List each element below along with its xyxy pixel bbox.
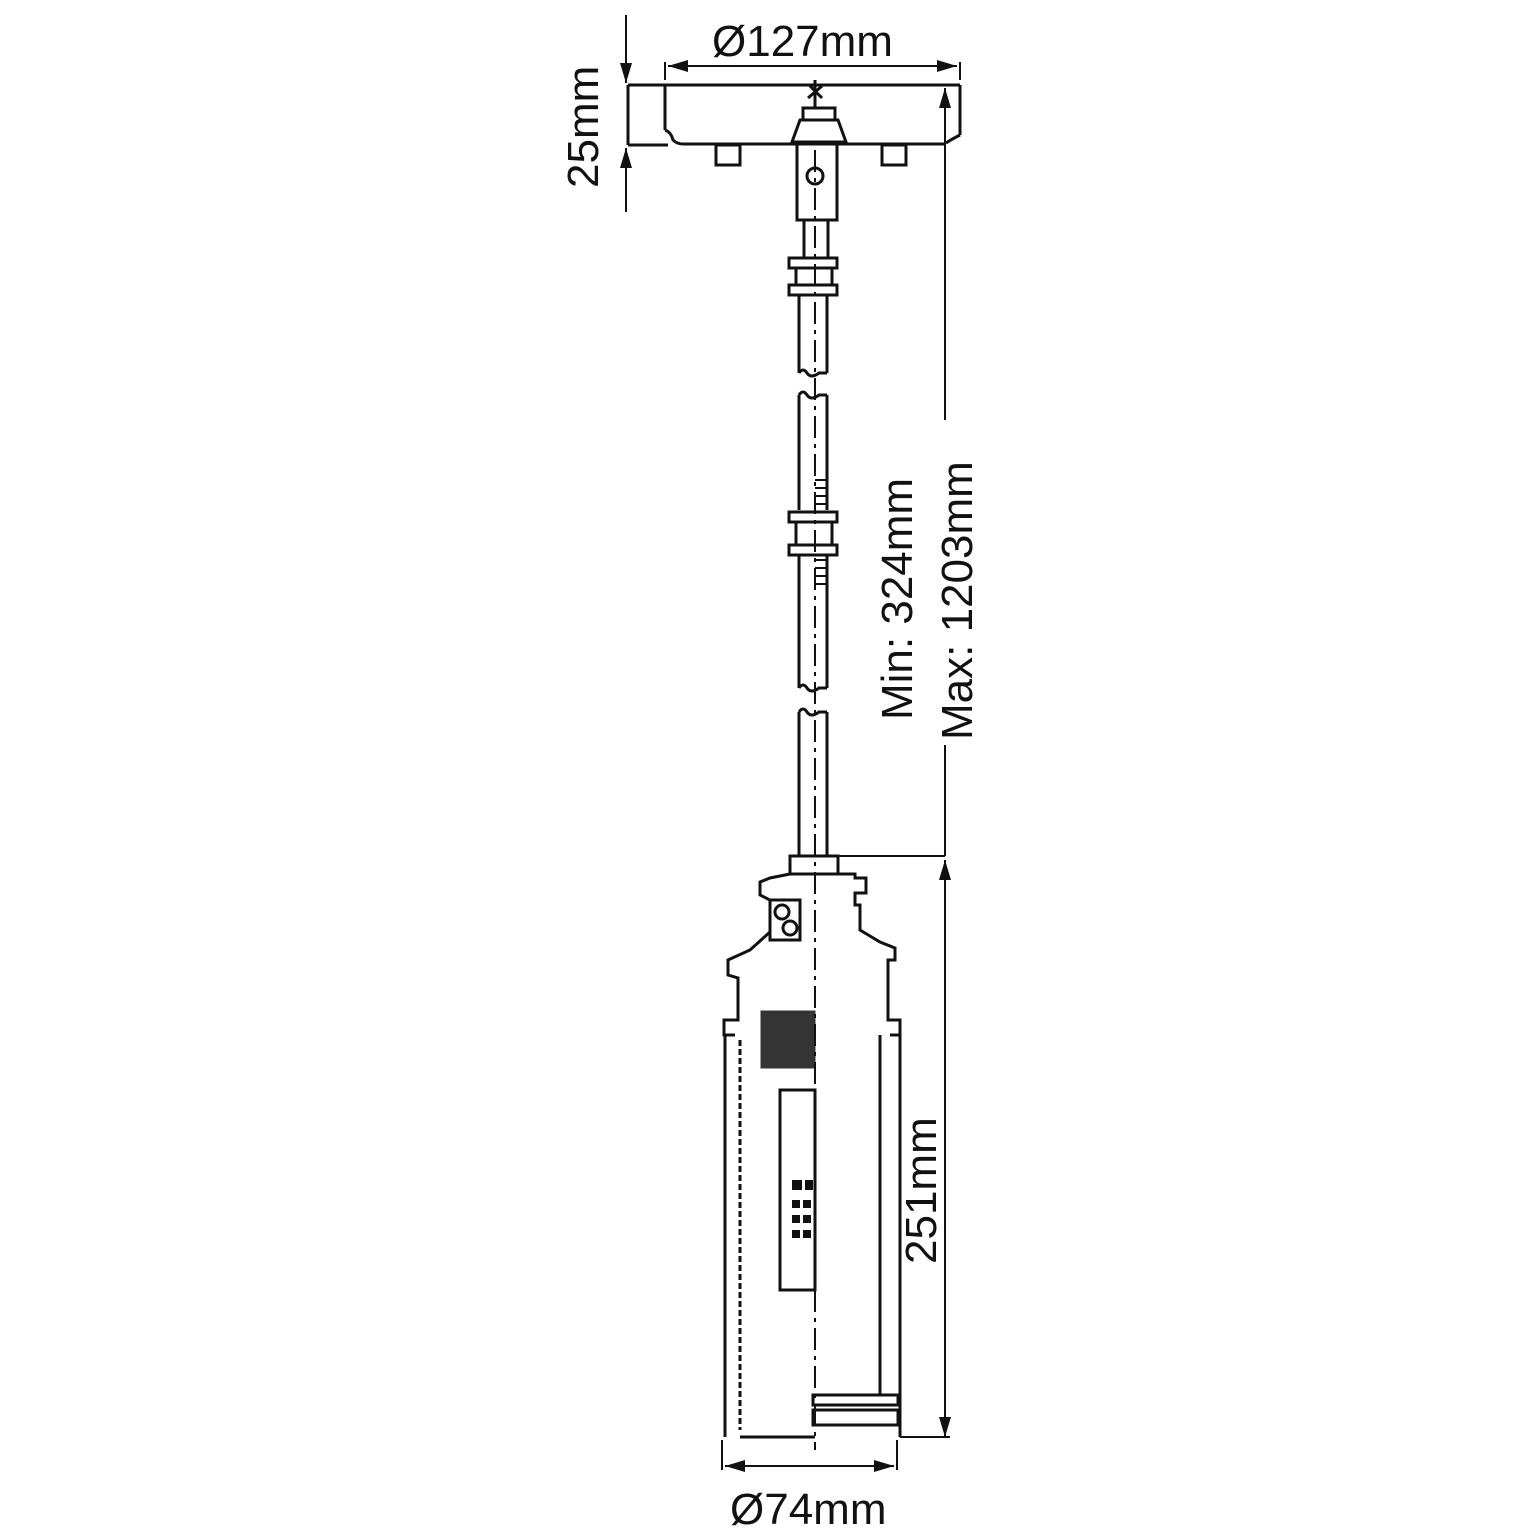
shade-diameter-label: Ø74mm (730, 1485, 887, 1534)
cylindrical-shade (723, 1035, 902, 1439)
min-drop-label: Min: 324mm (873, 477, 922, 720)
ceiling-canopy (626, 80, 962, 167)
dimension-lines (620, 15, 961, 1472)
shade-height-label: 251mm (897, 1117, 946, 1264)
max-drop-label: Max: 1203mm (933, 461, 982, 740)
lamp-holder (722, 854, 902, 1069)
canopy-height-label: 25mm (559, 65, 608, 188)
upper-rod (787, 140, 839, 856)
canopy-diameter-label: Ø127mm (712, 17, 893, 66)
